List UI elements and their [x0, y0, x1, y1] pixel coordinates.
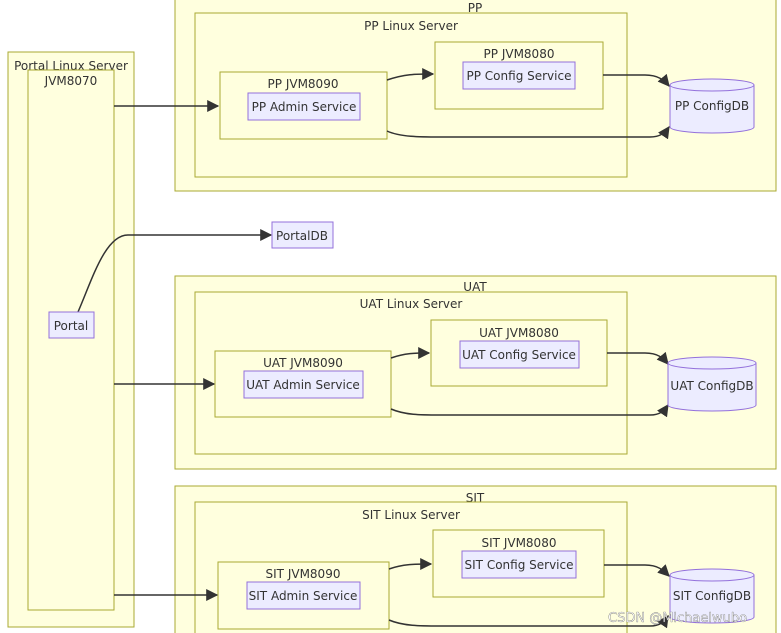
sit-configdb-node: SIT ConfigDB: [669, 568, 755, 624]
pp-configdb-label: PP ConfigDB: [675, 99, 749, 113]
uat-admin-service-label: UAT Admin Service: [246, 378, 360, 392]
sit-config-service-label: SIT Config Service: [465, 558, 574, 572]
portaldb-node: PortalDB: [271, 221, 334, 249]
sit-jvm8080-label: SIT JVM8080: [482, 536, 557, 550]
pp-jvm8080-label: PP JVM8080: [484, 47, 555, 61]
portal-jvm-cluster: JVM8070: [27, 69, 115, 611]
uat-configdb-node: UAT ConfigDB: [667, 356, 757, 412]
uat-admin-service-node: UAT Admin Service: [243, 370, 364, 399]
uat-config-service-label: UAT Config Service: [462, 348, 576, 362]
sit-jvm8090-label: SIT JVM8090: [266, 567, 341, 581]
portal-node: Portal: [48, 311, 95, 339]
csdn-watermark: CSDN @Michaelwubo: [608, 611, 747, 626]
uat-server-label: UAT Linux Server: [360, 297, 463, 311]
pp-admin-service-label: PP Admin Service: [252, 100, 357, 114]
portal-node-label: Portal: [54, 319, 88, 333]
uat-jvm8080-label: UAT JVM8080: [479, 326, 559, 340]
edge-sit-admin-to-sit-config: [388, 558, 433, 571]
pp-cluster-label: PP: [468, 1, 482, 15]
pp-server-label: PP Linux Server: [364, 19, 458, 33]
sit-admin-service-label: SIT Admin Service: [249, 589, 358, 603]
pp-jvm8090-label: PP JVM8090: [268, 77, 339, 91]
sit-admin-service-node: SIT Admin Service: [246, 581, 361, 610]
pp-configdb-node: PP ConfigDB: [669, 78, 755, 134]
portaldb-node-label: PortalDB: [276, 229, 328, 243]
pp-config-service-label: PP Config Service: [467, 69, 572, 83]
uat-cluster-label: UAT: [463, 280, 487, 294]
edge-pp-admin-to-pp-config: [386, 68, 435, 81]
edge-uat-admin-to-uat-config: [390, 347, 431, 360]
edge-pp-config-to-pp-db: [603, 73, 670, 87]
pp-config-service-node: PP Config Service: [462, 61, 576, 90]
edge-sit-admin-to-sit-db: [388, 615, 669, 629]
edge-portal-to-portaldb: [77, 229, 273, 313]
sit-config-service-node: SIT Config Service: [461, 550, 577, 579]
edge-uat-admin-to-uat-db: [390, 404, 669, 418]
edge-pp-admin-to-pp-db: [386, 126, 670, 140]
edge-uat-config-to-uat-db: [607, 351, 669, 365]
uat-jvm8090-label: UAT JVM8090: [263, 356, 343, 370]
sit-configdb-label: SIT ConfigDB: [673, 589, 751, 603]
edge-sit-config-to-sit-db: [604, 564, 670, 577]
sit-server-label: SIT Linux Server: [362, 508, 460, 522]
pp-admin-service-node: PP Admin Service: [247, 92, 361, 121]
uat-config-service-node: UAT Config Service: [459, 340, 580, 369]
portal-jvm-label: JVM8070: [44, 74, 98, 88]
uat-configdb-label: UAT ConfigDB: [670, 379, 753, 393]
